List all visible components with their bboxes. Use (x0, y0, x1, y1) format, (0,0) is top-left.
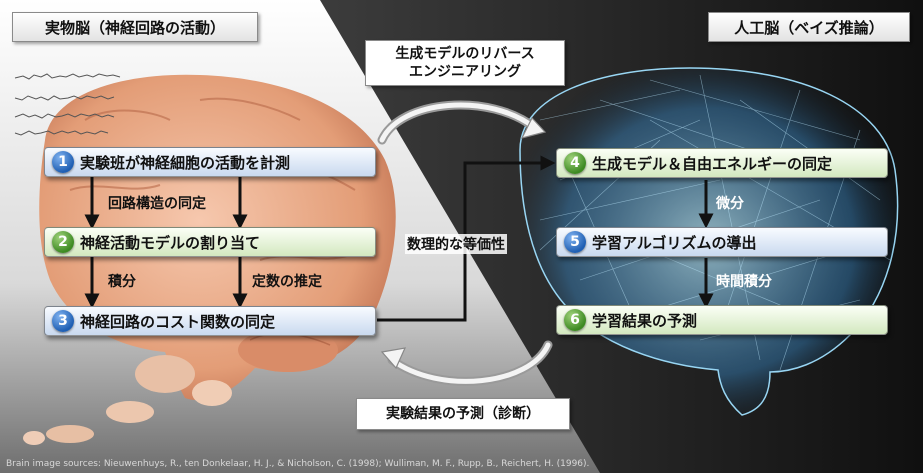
prediction-note: 実験結果の予測（診断） (356, 398, 570, 430)
curved-arrow-top (377, 100, 547, 145)
right-section-title: 人工脳（ベイズ推論） (708, 12, 910, 42)
arrow-label-constant-estimation: 定数の推定 (252, 274, 322, 290)
step-number-badge: 3 (52, 310, 74, 332)
step-6: 6 学習結果の予測 (556, 305, 888, 335)
step-5: 5 学習アルゴリズムの導出 (556, 227, 888, 257)
note-line-1: 生成モデルのリバース (395, 46, 535, 62)
arrow-label-differentiation: 微分 (716, 196, 744, 212)
step-number-badge: 2 (52, 231, 74, 253)
step-3: 3 神経回路のコスト関数の同定 (44, 306, 376, 336)
step-number-badge: 4 (564, 152, 586, 174)
reverse-engineering-note: 生成モデルのリバース エンジニアリング (365, 40, 565, 86)
step-number-badge: 5 (564, 231, 586, 253)
left-section-title: 実物脳（神経回路の活動） (12, 12, 258, 42)
step-2: 2 神経活動モデルの割り当て (44, 227, 376, 257)
step-1: 1 実験班が神経細胞の活動を計測 (44, 147, 376, 177)
step-label: 学習結果の予測 (592, 311, 698, 330)
step-label: 神経活動モデルの割り当て (80, 233, 261, 252)
neural-activity-traces (14, 73, 121, 136)
step-label: 学習アルゴリズムの導出 (592, 233, 757, 252)
arrow-label-integration: 積分 (108, 274, 136, 290)
step-label: 生成モデル＆自由エネルギーの同定 (592, 154, 833, 173)
step-label: 神経回路のコスト関数の同定 (80, 312, 276, 331)
step-4: 4 生成モデル＆自由エネルギーの同定 (556, 148, 888, 178)
arrow-label-circuit-structure: 回路構造の同定 (108, 196, 206, 212)
arrow-label-time-integration: 時間積分 (716, 274, 772, 290)
step-number-badge: 6 (564, 309, 586, 331)
note-line-2: エンジニアリング (409, 64, 521, 80)
step-number-badge: 1 (52, 151, 74, 173)
curved-arrow-bottom (380, 340, 553, 386)
step-label: 実験班が神経細胞の活動を計測 (80, 153, 291, 172)
equivalence-label: 数理的な等価性 (405, 234, 507, 254)
image-credit: Brain image sources: Nieuwenhuys, R., te… (6, 459, 590, 469)
